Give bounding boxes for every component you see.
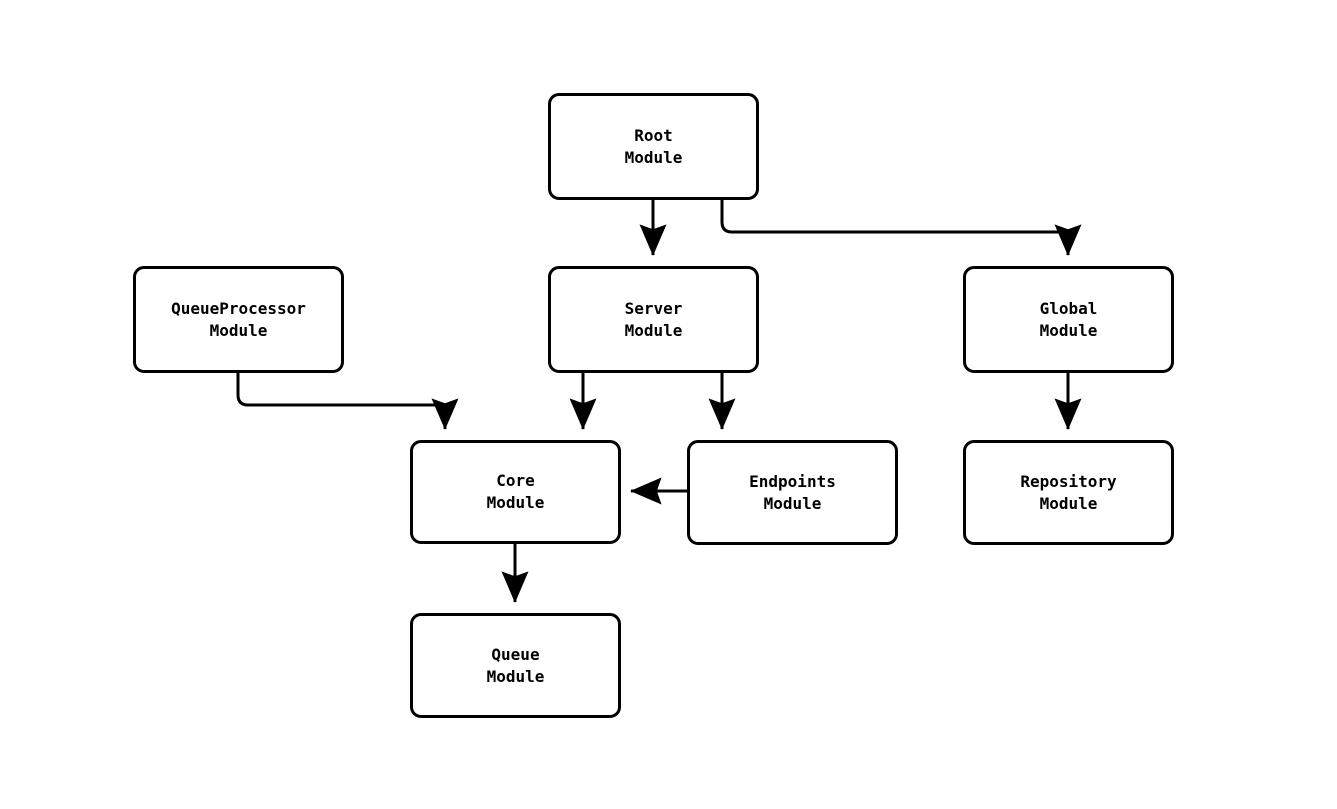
node-label-line1: Endpoints: [749, 471, 836, 491]
node-label-line2: Module: [486, 493, 545, 512]
node-label-line2: Module: [763, 493, 822, 513]
node-label-line2: Module: [1039, 493, 1098, 513]
node-label-line2: Module: [486, 666, 545, 686]
node-label-line1: Global: [1039, 298, 1098, 318]
node-label-line1: Repository: [1020, 471, 1117, 491]
node-label-line1: QueueProcessor: [171, 298, 306, 318]
edge-root-to-global: [720, 200, 1082, 256]
node-label-line2: Module: [1039, 320, 1098, 340]
node-label-line1: Core: [496, 471, 535, 490]
node-label-line1: Root: [634, 125, 673, 145]
node-label-line2: Module: [624, 320, 683, 340]
edge-queueprocessor-to-core: [236, 373, 459, 430]
node-label-line1: Queue: [491, 644, 540, 664]
node-label-line1: Server: [624, 298, 683, 318]
edges-group: [236, 200, 1082, 603]
node-label-line2: Module: [624, 147, 683, 167]
node-label-line2: Module: [209, 320, 268, 340]
